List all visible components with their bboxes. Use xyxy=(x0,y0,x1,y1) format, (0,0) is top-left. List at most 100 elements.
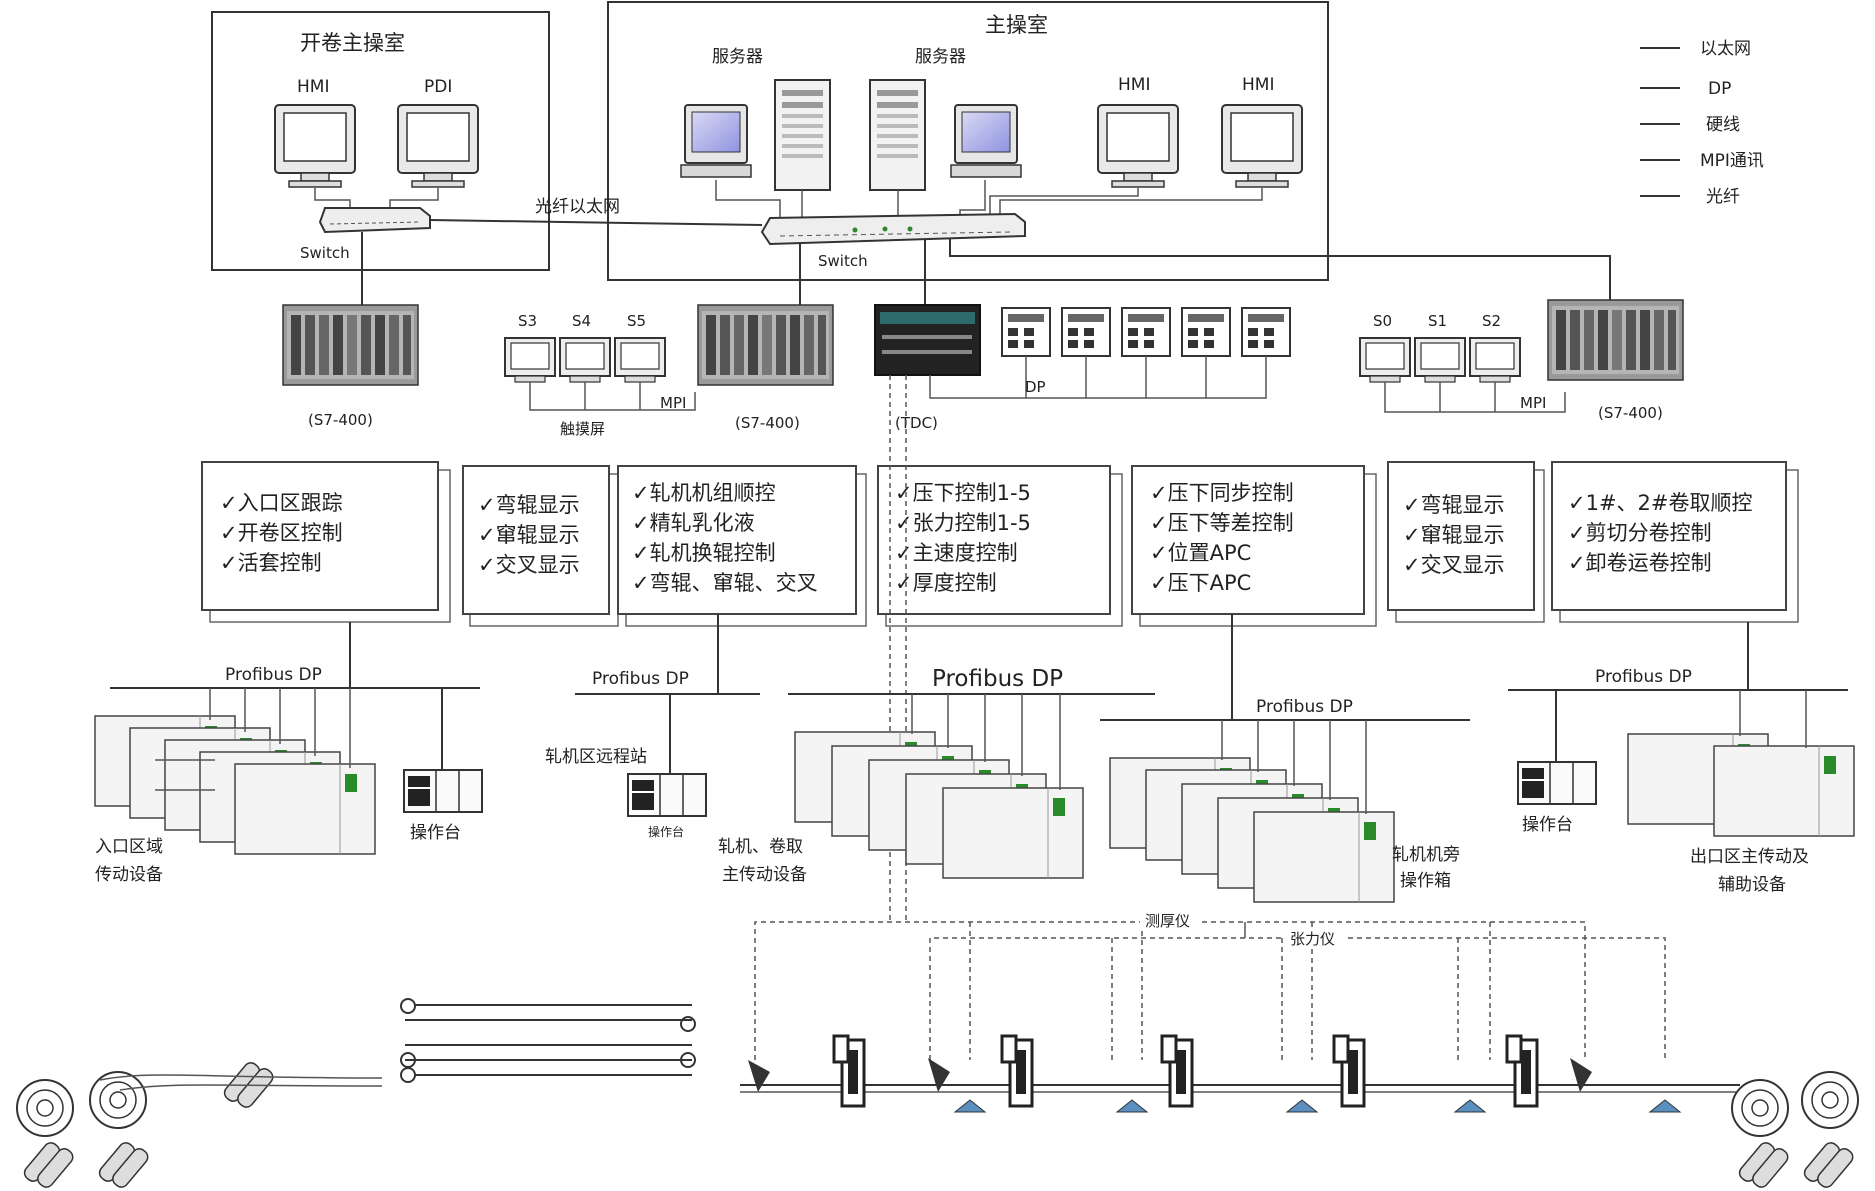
s3-label: S3 xyxy=(518,312,537,330)
legend-ethernet: 以太网 xyxy=(1700,39,1751,59)
profibus-label-1: Profibus DP xyxy=(225,665,322,685)
server-label-1: 服务器 xyxy=(712,47,763,67)
server-pc-1 xyxy=(680,104,752,178)
mill-stand-3 xyxy=(1160,1034,1194,1108)
entry-drive-5 xyxy=(234,763,376,855)
touch-screen-s5 xyxy=(614,337,666,383)
mpi-label-2: MPI xyxy=(1520,394,1546,412)
switch-main xyxy=(760,212,1026,246)
hmi-label-2: HMI xyxy=(1118,75,1150,95)
function-box-5: ✓压下同步控制 ✓压下等差控制 ✓位置APC ✓压下APC xyxy=(1131,465,1377,627)
function-box-2: ✓弯辊显示 ✓窜辊显示 ✓交叉显示 xyxy=(462,465,619,627)
hmi-label-1: HMI xyxy=(297,77,329,97)
tdc-label: (TDC) xyxy=(895,414,938,432)
func-2-item-2: ✓窜辊显示 xyxy=(478,523,580,547)
func-2-item-1: ✓弯辊显示 xyxy=(478,493,580,517)
touch-screen-s0 xyxy=(1359,337,1411,383)
dp-module-2 xyxy=(1061,307,1111,357)
plc-s7-400-mill xyxy=(697,304,834,386)
plc-s7-400-exit xyxy=(1547,299,1684,381)
dp-module-5 xyxy=(1241,307,1291,357)
exit-drive-2 xyxy=(1713,745,1855,837)
dp-module-4 xyxy=(1181,307,1231,357)
mpi-label-1: MPI xyxy=(660,394,686,412)
function-box-1: ✓入口区跟踪 ✓开卷区控制 ✓活套控制 xyxy=(201,461,451,623)
remote-station-label: 轧机区远程站 xyxy=(545,747,647,767)
func-5-item-2: ✓压下等差控制 xyxy=(1150,511,1294,535)
switch-uncoiler xyxy=(318,207,431,234)
touch-screen-s2 xyxy=(1469,337,1521,383)
coil-exit-2 xyxy=(1801,1071,1859,1129)
console-label-small: 操作台 xyxy=(648,824,684,839)
function-box-4: ✓压下控制1-5 ✓张力控制1-5 ✓主速度控制 ✓厚度控制 xyxy=(877,465,1123,627)
dp-label: DP xyxy=(1025,378,1046,396)
profibus-label-3: Profibus DP xyxy=(932,666,1063,692)
pdi-label: PDI xyxy=(424,77,452,97)
server-tower-1 xyxy=(774,79,831,191)
touch-screen-s4 xyxy=(559,337,611,383)
function-box-6: ✓弯辊显示 ✓窜辊显示 ✓交叉显示 xyxy=(1387,461,1545,623)
dp-module-1 xyxy=(1001,307,1051,357)
main-room-title: 主操室 xyxy=(985,13,1048,37)
mill-box-5 xyxy=(1253,811,1395,903)
legend-dp: DP xyxy=(1708,79,1731,99)
func-7-item-1: ✓1#、2#卷取顺控 xyxy=(1568,491,1753,515)
function-box-3: ✓轧机机组顺控 ✓精轧乳化液 ✓轧机换辊控制 ✓弯辊、窜辊、交叉 xyxy=(617,465,867,627)
s7-label-exit: (S7-400) xyxy=(1598,404,1663,422)
func-4-item-4: ✓厚度控制 xyxy=(895,571,997,595)
exit-console xyxy=(1517,761,1597,805)
func-3-item-3: ✓轧机换辊控制 xyxy=(632,541,776,565)
mill-drive-5 xyxy=(942,787,1084,879)
function-box-7: ✓1#、2#卷取顺控 ✓剪切分卷控制 ✓卸卷运卷控制 xyxy=(1551,461,1799,623)
func-5-item-3: ✓位置APC xyxy=(1150,541,1251,565)
mill-boxes-line-2: 操作箱 xyxy=(1400,871,1451,891)
tdc-rack xyxy=(874,304,981,376)
entry-console xyxy=(403,769,483,813)
s7-label-entry: (S7-400) xyxy=(308,411,373,429)
mill-stand-5 xyxy=(1505,1034,1539,1108)
profibus-label-4: Profibus DP xyxy=(1256,697,1353,717)
func-2-item-3: ✓交叉显示 xyxy=(478,553,580,577)
uncoiler-room-title: 开卷主操室 xyxy=(300,31,405,55)
s2-label: S2 xyxy=(1482,312,1501,330)
s7-label-mill: (S7-400) xyxy=(735,414,800,432)
plc-s7-400-entry xyxy=(282,304,419,386)
func-3-item-4: ✓弯辊、窜辊、交叉 xyxy=(632,571,818,595)
remote-console xyxy=(627,773,707,817)
entry-drives-line-1: 入口区域 xyxy=(95,837,163,857)
console-label-2: 操作台 xyxy=(1522,815,1573,835)
legend-hardwire: 硬线 xyxy=(1706,115,1740,135)
server-tower-2 xyxy=(869,79,926,191)
rolls-exit-2 xyxy=(1800,1139,1857,1191)
entry-drives-line-2: 传动设备 xyxy=(95,865,163,885)
switch-label-1: Switch xyxy=(300,244,350,262)
s0-label: S0 xyxy=(1373,312,1392,330)
coil-entry-2 xyxy=(89,1071,147,1129)
s5-label: S5 xyxy=(627,312,646,330)
exit-drives-line-2: 辅助设备 xyxy=(1718,875,1786,895)
profibus-label-2: Profibus DP xyxy=(592,669,689,689)
func-1-item-3: ✓活套控制 xyxy=(220,551,322,575)
func-3-item-2: ✓精轧乳化液 xyxy=(632,511,755,535)
func-6-item-1: ✓弯辊显示 xyxy=(1403,493,1505,517)
thickness-gauge-label: 测厚仪 xyxy=(1145,912,1190,930)
rolls-entry-1 xyxy=(20,1139,77,1191)
touch-screen-s3 xyxy=(504,337,556,383)
s4-label: S4 xyxy=(572,312,591,330)
func-6-item-3: ✓交叉显示 xyxy=(1403,553,1505,577)
mill-stand-1 xyxy=(832,1034,866,1108)
func-5-item-1: ✓压下同步控制 xyxy=(1150,481,1294,505)
legend-mpi: MPI通讯 xyxy=(1700,151,1764,171)
func-1-item-2: ✓开卷区控制 xyxy=(220,521,343,545)
server-pc-2 xyxy=(950,104,1022,178)
mill-drives-line-2: 主传动设备 xyxy=(722,865,807,885)
tension-meter-label: 张力仪 xyxy=(1290,930,1335,948)
mill-boxes-line-1: 轧机机旁 xyxy=(1392,845,1460,865)
server-label-2: 服务器 xyxy=(915,47,966,67)
rolls-entry-2 xyxy=(95,1139,152,1191)
func-1-item-1: ✓入口区跟踪 xyxy=(220,491,343,515)
dp-module-3 xyxy=(1121,307,1171,357)
console-label-1: 操作台 xyxy=(410,823,461,843)
touch-screen-s1 xyxy=(1414,337,1466,383)
rolls-exit-1 xyxy=(1735,1139,1792,1191)
